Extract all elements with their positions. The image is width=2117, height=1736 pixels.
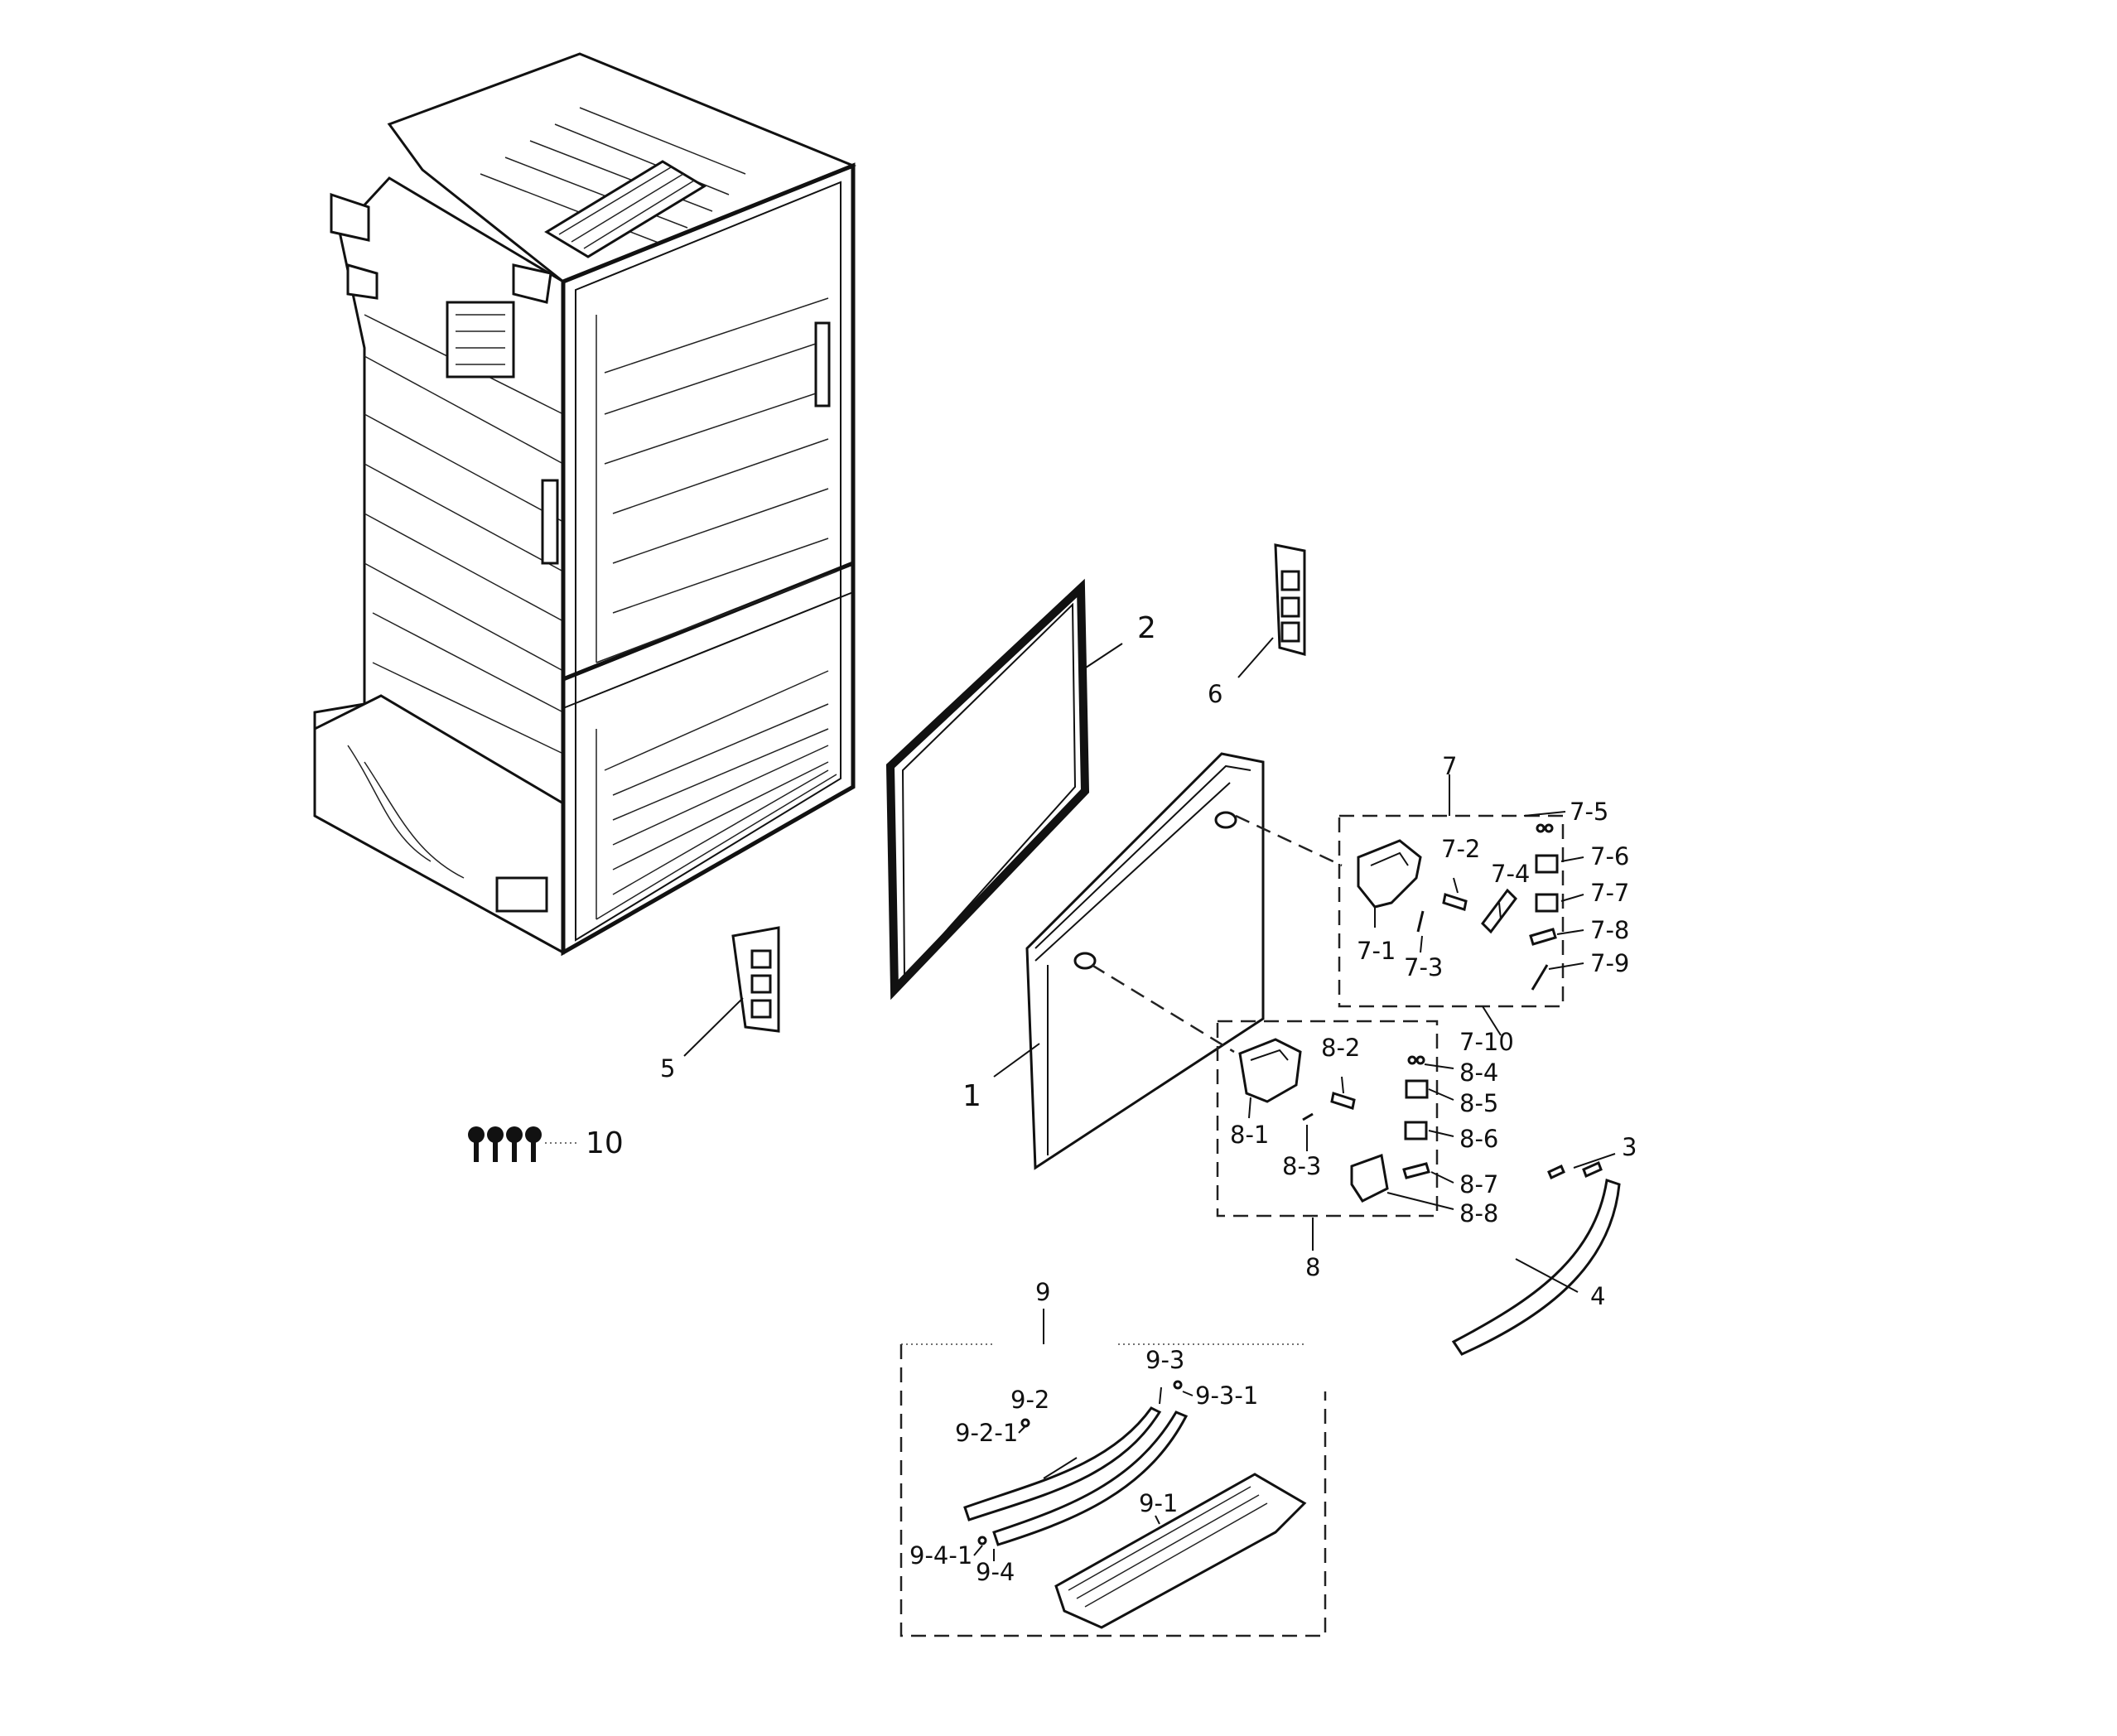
clips-part-3: [1547, 1160, 1603, 1180]
label-9-2-1: 9-2-1: [955, 1419, 1018, 1447]
label-1: 1: [962, 1079, 981, 1113]
label-3: 3: [1622, 1133, 1637, 1161]
label-10: 10: [586, 1126, 624, 1160]
slide-assembly-part-9: [899, 1343, 1327, 1637]
screws-part-10: [468, 1126, 580, 1162]
bracket-part-5: [731, 926, 780, 1033]
label-9: 9: [1035, 1278, 1050, 1306]
label-8-5: 8-5: [1459, 1089, 1498, 1117]
label-9-3: 9-3: [1145, 1346, 1184, 1374]
label-7-3: 7-3: [1404, 953, 1443, 981]
label-7-8: 7-8: [1590, 916, 1629, 944]
label-8-6: 8-6: [1459, 1125, 1498, 1153]
label-9-1: 9-1: [1139, 1489, 1178, 1517]
label-5: 5: [660, 1054, 675, 1083]
label-4: 4: [1590, 1282, 1605, 1310]
label-7-2: 7-2: [1441, 835, 1480, 863]
label-7-7: 7-7: [1590, 879, 1629, 907]
label-7-1: 7-1: [1357, 937, 1396, 965]
label-8-7: 8-7: [1459, 1170, 1498, 1198]
bracket-part-6: [1274, 543, 1306, 656]
part-labels: 1 2 3 4 5 6 7 7-1 7-2 7-3 7-4 7-5 7-6 7-…: [586, 611, 1637, 1586]
label-7-9: 7-9: [1590, 949, 1629, 977]
label-9-4-1: 9-4-1: [909, 1541, 972, 1570]
label-8-8: 8-8: [1459, 1199, 1498, 1227]
drawer-door-part-1: [1025, 752, 1265, 1170]
hinge-assembly-part-7: [1235, 814, 1565, 1008]
label-8-2: 8-2: [1321, 1034, 1360, 1062]
label-7-4: 7-4: [1491, 860, 1530, 888]
label-7: 7: [1442, 752, 1457, 780]
label-8-4: 8-4: [1459, 1058, 1498, 1087]
label-7-10: 7-10: [1459, 1028, 1514, 1056]
label-8: 8: [1305, 1253, 1320, 1281]
label-9-4: 9-4: [976, 1558, 1015, 1586]
label-8-3: 8-3: [1282, 1152, 1321, 1180]
label-9-3-1: 9-3-1: [1195, 1382, 1258, 1410]
label-2: 2: [1137, 611, 1156, 645]
rail-part-4: [1451, 1179, 1621, 1356]
label-8-1: 8-1: [1230, 1121, 1269, 1149]
gasket-part-2: [885, 578, 1090, 1001]
hinge-assembly-part-8: [1091, 963, 1439, 1218]
label-7-6: 7-6: [1590, 842, 1629, 870]
label-9-2: 9-2: [1010, 1386, 1049, 1414]
label-7-5: 7-5: [1570, 798, 1608, 826]
refrigerator-cabinet: [313, 52, 856, 957]
label-6: 6: [1208, 680, 1222, 708]
leader-lines: [683, 637, 1616, 1561]
